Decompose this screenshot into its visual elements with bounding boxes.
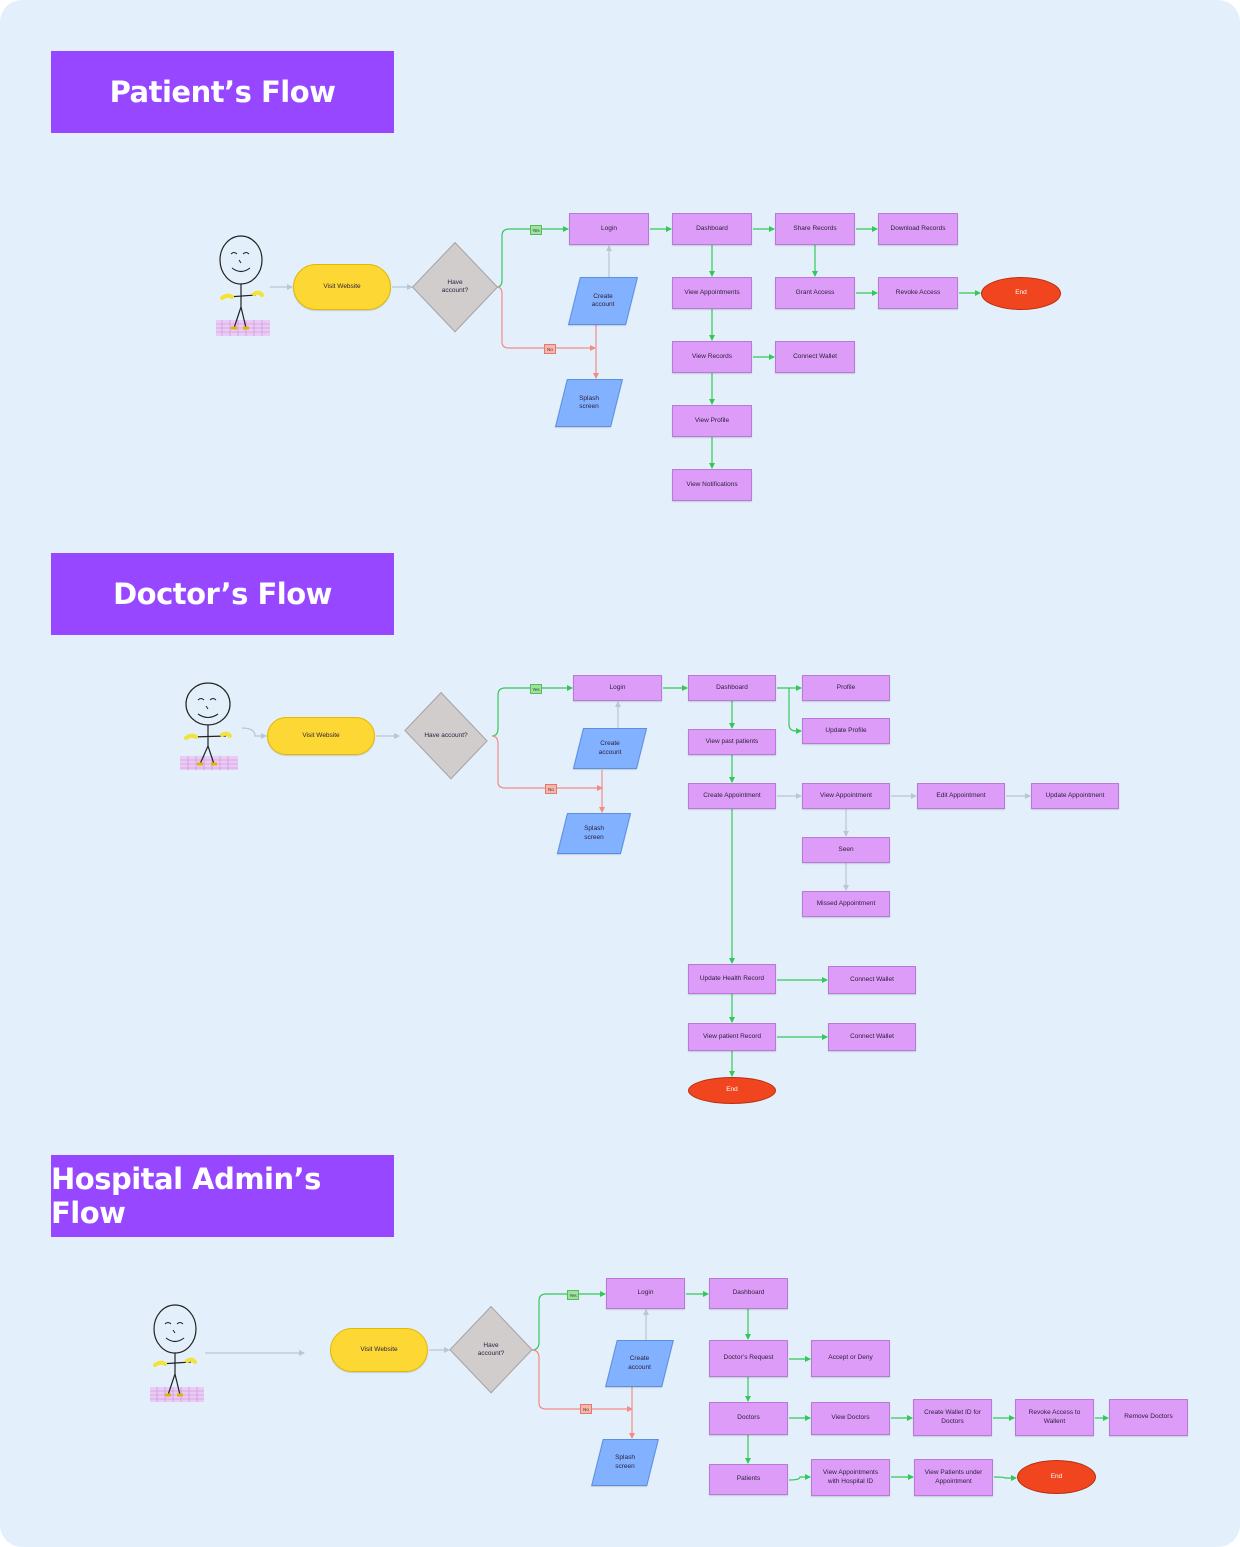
node-label: Create account xyxy=(591,292,615,308)
admin-yes-tag: Yes xyxy=(567,1290,579,1300)
connector-arrow xyxy=(241,727,267,739)
patient-connect-wallet-node[interactable]: Connect Wallet xyxy=(775,341,855,373)
node-label: Splash screen xyxy=(584,825,604,841)
patient-flow-title: Patient’s Flow xyxy=(51,51,394,133)
doctor-no-tag: No xyxy=(545,784,557,794)
decision-label: Have account? xyxy=(477,1341,505,1357)
doctor-view-past-patients-node[interactable]: View past patients xyxy=(688,729,776,755)
doctor-view-patient-record-node[interactable]: View patient Record xyxy=(688,1023,776,1051)
doctor-create-appointment-node[interactable]: Create Appointment xyxy=(688,783,776,809)
node-label: Create account xyxy=(598,740,622,756)
doctor-update-health-record-node[interactable]: Update Health Record xyxy=(688,964,776,994)
doctor-yes-tag: Yes xyxy=(530,684,542,694)
admin-splash-screen-node[interactable]: Splash screen xyxy=(597,1439,653,1486)
doctor-missed-appointment-node[interactable]: Missed Appointment xyxy=(802,891,890,917)
patient-revoke-access-node[interactable]: Revoke Access xyxy=(878,277,958,309)
connector-arrow xyxy=(531,1349,633,1412)
patient-view-appointments-node[interactable]: View Appointments xyxy=(672,277,752,309)
patient-no-tag: No xyxy=(544,344,556,354)
admin-patients-node[interactable]: Patients xyxy=(709,1464,788,1495)
patient-view-records-node[interactable]: View Records xyxy=(672,341,752,373)
patient-download-records-node[interactable]: Download Records xyxy=(878,213,958,245)
doctor-connect-wallet-node[interactable]: Connect Wallet xyxy=(828,966,916,994)
patient-grant-access-node[interactable]: Grant Access xyxy=(775,277,855,309)
admin-view-doctors-node[interactable]: View Doctors xyxy=(811,1402,890,1435)
patient-splash-screen-node[interactable]: Splash screen xyxy=(561,379,617,427)
admin-dashboard-node[interactable]: Dashboard xyxy=(709,1278,788,1309)
doctor-view-appointment-node[interactable]: View Appointment xyxy=(802,783,890,809)
hospital-admin-flow-title: Hospital Admin’s Flow xyxy=(51,1155,394,1237)
admin-view-patients-node[interactable]: View Patients under Appointment xyxy=(914,1459,993,1496)
node-label: Create account xyxy=(628,1355,651,1371)
connector-arrow xyxy=(496,226,569,288)
patient-dashboard-node[interactable]: Dashboard xyxy=(672,213,752,245)
admin-doctors-node[interactable]: Doctors xyxy=(709,1402,788,1435)
doctor-have-account-decision[interactable]: Have account? xyxy=(400,700,492,772)
patient-stick-figure-icon xyxy=(216,235,270,336)
connector-arrow xyxy=(788,688,802,734)
doctor-end-node[interactable]: End xyxy=(688,1077,776,1104)
decision-label: Have account? xyxy=(441,278,469,294)
admin-no-tag: No xyxy=(580,1404,592,1414)
admin-create-wallet-id-node[interactable]: Create Wallet ID for Doctors xyxy=(913,1399,992,1436)
connector-arrow xyxy=(531,1291,606,1351)
doctor-splash-screen-node[interactable]: Splash screen xyxy=(562,813,626,854)
admin-visit-website-node[interactable]: Visit Website xyxy=(330,1328,428,1372)
admin-revoke-access-node[interactable]: Revoke Access to Wallent xyxy=(1015,1399,1094,1436)
patient-visit-website-node[interactable]: Visit Website xyxy=(293,264,391,310)
doctor-stick-figure-icon xyxy=(180,682,238,770)
connector-arrow xyxy=(496,286,596,351)
connector-arrow xyxy=(993,1475,1017,1481)
patient-create-account-node[interactable]: Create account xyxy=(574,277,632,325)
admin-login-node[interactable]: Login xyxy=(606,1278,685,1309)
node-label: Splash screen xyxy=(615,1454,635,1470)
doctor-dashboard-node[interactable]: Dashboard xyxy=(688,675,776,701)
patient-login-node[interactable]: Login xyxy=(569,213,649,245)
patient-have-account-decision[interactable]: Have account? xyxy=(413,245,497,329)
admin-create-account-node[interactable]: Create account xyxy=(611,1340,668,1387)
doctor-visit-website-node[interactable]: Visit Website xyxy=(267,717,375,755)
admin-remove-doctors-node[interactable]: Remove Doctors xyxy=(1109,1399,1188,1436)
doctor-update-appointment-node[interactable]: Update Appointment xyxy=(1031,783,1119,809)
patient-share-records-node[interactable]: Share Records xyxy=(775,213,855,245)
patient-view-notifications-node[interactable]: View Notifications xyxy=(672,469,752,501)
doctor-create-account-node[interactable]: Create account xyxy=(578,728,642,769)
patient-end-node[interactable]: End xyxy=(981,277,1061,310)
doctor-login-node[interactable]: Login xyxy=(573,675,662,701)
connector-arrow xyxy=(491,735,603,791)
doctor-update-profile-node[interactable]: Update Profile xyxy=(802,718,890,744)
connector-arrow xyxy=(788,1474,811,1481)
admin-doctors-request-node[interactable]: Doctor’s Request xyxy=(709,1340,788,1377)
patient-view-profile-node[interactable]: View Profile xyxy=(672,405,752,437)
doctor-flow-title: Doctor’s Flow xyxy=(51,553,394,635)
doctor-profile-node[interactable]: Profile xyxy=(802,675,890,701)
admin-view-appointments-node[interactable]: View Appointments with Hospital ID xyxy=(811,1459,890,1496)
admin-end-node[interactable]: End xyxy=(1017,1460,1096,1494)
doctor-seen-node[interactable]: Seen xyxy=(802,837,890,863)
admin-have-account-decision[interactable]: Have account? xyxy=(450,1309,532,1391)
node-label: Splash screen xyxy=(579,394,599,410)
patient-yes-tag: Yes xyxy=(530,225,542,235)
connector-arrow xyxy=(491,685,573,737)
doctor-edit-appointment-node[interactable]: Edit Appointment xyxy=(917,783,1005,809)
hospital-admin-stick-figure-icon xyxy=(150,1304,204,1402)
decision-label: Have account? xyxy=(424,731,468,739)
doctor-connect-wallet-2-node[interactable]: Connect Wallet xyxy=(828,1023,916,1051)
admin-accept-or-deny-node[interactable]: Accept or Deny xyxy=(811,1340,890,1377)
